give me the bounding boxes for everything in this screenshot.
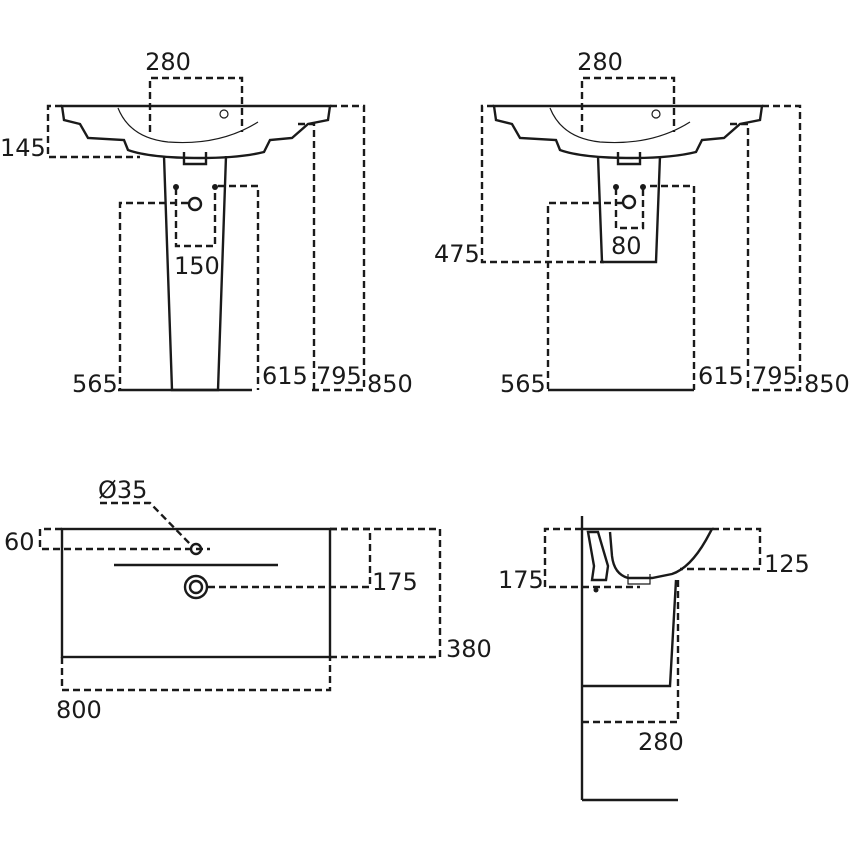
top-view: Ø35 60 175 380 800 (4, 476, 492, 724)
basin-top-outline (60, 527, 332, 659)
pedestal-trap (182, 152, 208, 166)
semi-pedestal-trap (616, 152, 642, 166)
dim-615 (218, 184, 260, 390)
dim-label-tap-spacing: 280 (145, 48, 191, 76)
supply-dot-left (173, 184, 179, 190)
dim-label-waste-offset: 175 (372, 568, 418, 596)
basin-outline (60, 104, 332, 160)
dim-diameter-leader (100, 501, 193, 547)
dim-label-tap-hole-diameter: Ø35 (98, 476, 147, 504)
dim-label-supply-height-semi: 615 (698, 362, 744, 390)
dim-175 (208, 527, 372, 589)
front-view-full-pedestal: 280 145 150 565 615 795 850 (0, 48, 413, 398)
dim-label-side-depth: 280 (638, 728, 684, 756)
wall-bracket (586, 530, 610, 582)
dim-280-side (582, 578, 680, 724)
dim-615-semi (650, 184, 696, 390)
dim-label-supply-height: 615 (262, 362, 308, 390)
dim-label-pedestal-height: 475 (434, 240, 480, 268)
bowl-inner-line (117, 107, 259, 144)
dim-label-tap-offset: 60 (4, 528, 35, 556)
waste-hole-outer (183, 574, 209, 600)
dim-label-pipe-spacing-semi: 80 (611, 232, 642, 260)
dim-label-side-rim: 125 (764, 550, 810, 578)
supply-dot-right-semi (640, 184, 646, 190)
dim-label-total-height: 850 (367, 370, 413, 398)
waste-outlet-semi (621, 194, 637, 210)
side-view: 175 125 280 (498, 516, 810, 802)
dim-145 (46, 104, 140, 159)
dim-label-basin-height: 145 (0, 134, 46, 162)
front-view-semi-pedestal: 280 475 80 565 615 795 850 (434, 48, 850, 398)
dim-label-depth: 380 (446, 635, 492, 663)
dim-850-semi (748, 104, 802, 392)
supply-dot-left-semi (613, 184, 619, 190)
dim-label-width: 800 (56, 696, 102, 724)
dim-label-rim-height-semi: 795 (752, 362, 798, 390)
tap-hole-mark (219, 109, 229, 119)
dim-label-tap-spacing-semi: 280 (577, 48, 623, 76)
dim-795 (298, 122, 316, 390)
semi-pedestal-outline (596, 155, 662, 264)
supply-dot-right (212, 184, 218, 190)
pedestal-side-outline (582, 579, 678, 688)
dim-label-pipe-spacing: 150 (174, 252, 220, 280)
dim-565-semi (546, 201, 622, 390)
bowl-inner-line-semi (549, 107, 691, 144)
dim-850 (312, 104, 366, 392)
basin-side-outline (582, 527, 715, 580)
dim-150 (174, 188, 217, 248)
tap-hole-mark-semi (651, 109, 661, 119)
dim-label-total-height-semi: 850 (804, 370, 850, 398)
dim-800 (60, 657, 332, 692)
dim-565 (118, 201, 188, 390)
dim-380 (330, 527, 442, 659)
dim-475 (480, 104, 604, 264)
waste-outlet (187, 196, 203, 212)
dim-label-waste-height: 565 (72, 370, 118, 398)
dim-60 (38, 527, 210, 551)
dim-label-waste-height-semi: 565 (500, 370, 546, 398)
dim-label-side-height: 175 (498, 566, 544, 594)
dim-280-semi (580, 76, 676, 132)
dim-280 (148, 76, 244, 132)
trap-inner (627, 574, 651, 585)
basin-outline-semi (492, 104, 764, 160)
fixing-dot (593, 587, 599, 593)
dim-125-side (680, 527, 762, 571)
dim-795-semi (730, 122, 750, 390)
dim-175-side (543, 527, 640, 589)
dim-label-rim-height: 795 (316, 362, 362, 390)
waste-hole-inner (188, 579, 204, 595)
